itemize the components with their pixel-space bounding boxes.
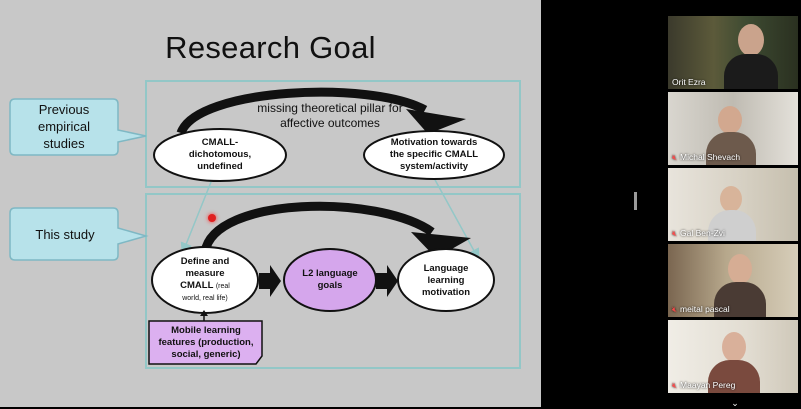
callout-this-study-shape bbox=[9, 207, 149, 261]
participant-video-body bbox=[706, 132, 756, 165]
participant-video-head bbox=[722, 332, 746, 362]
language-motivation-node-shape bbox=[397, 248, 495, 312]
participant-video-body bbox=[708, 210, 756, 241]
muted-mic-icon: 🔇︎ bbox=[672, 229, 678, 238]
bottom-curved-arrow bbox=[200, 201, 435, 254]
participant-name: Orit Ezra bbox=[672, 77, 706, 87]
presentation-slide: Research Goal bbox=[0, 0, 541, 407]
participant-name: 🔇︎Maayan Pereg bbox=[672, 380, 736, 390]
participant-video-head bbox=[738, 24, 764, 56]
diagram-shapes bbox=[9, 87, 505, 365]
top-curved-arrow bbox=[176, 87, 428, 136]
participant-tile[interactable]: 🔇︎meital pascal bbox=[668, 244, 798, 317]
features-box-shape bbox=[148, 320, 263, 365]
connector-left bbox=[180, 171, 216, 255]
participant-tile[interactable]: 🔇︎Michal Shevach bbox=[668, 92, 798, 165]
participant-video-body bbox=[714, 282, 766, 317]
participant-tile[interactable]: 🔇︎Gal Ben-Zvi bbox=[668, 168, 798, 241]
mobile-learning-features-box: Mobile learning features (production, so… bbox=[158, 325, 254, 360]
muted-mic-icon: 🔇︎ bbox=[672, 153, 678, 162]
participant-video-body bbox=[708, 360, 760, 393]
muted-mic-icon: 🔇︎ bbox=[672, 381, 678, 390]
participant-video-body bbox=[724, 54, 778, 89]
previous-studies-panel bbox=[145, 80, 521, 188]
top-arrow-head bbox=[406, 109, 466, 134]
callout-previous-studies: Previous empirical studies bbox=[37, 102, 90, 151]
participant-tile[interactable]: Orit Ezra bbox=[668, 16, 798, 89]
this-study-panel bbox=[145, 193, 521, 369]
callout-previous-shape bbox=[9, 98, 147, 156]
cmall-node: CMALL- dichotomous, undefined bbox=[188, 137, 252, 172]
laser-pointer bbox=[208, 214, 216, 222]
participant-tile[interactable]: 🔇︎Maayan Pereg bbox=[668, 320, 798, 393]
motivation-node-shape bbox=[363, 130, 505, 180]
participant-video-head bbox=[718, 106, 742, 134]
muted-mic-icon: 🔇︎ bbox=[672, 305, 678, 314]
participant-name: 🔇︎Michal Shevach bbox=[672, 152, 741, 162]
participant-name: 🔇︎meital pascal bbox=[672, 304, 730, 314]
participant-name: 🔇︎Gal Ben-Zvi bbox=[672, 228, 725, 238]
resize-handle[interactable] bbox=[634, 192, 637, 210]
motivation-node: Motivation towards the specific CMALL sy… bbox=[389, 137, 479, 172]
callout-this-study: This study bbox=[35, 227, 95, 242]
connector-right bbox=[433, 177, 480, 261]
participant-video-head bbox=[728, 254, 752, 284]
block-arrow-1 bbox=[259, 265, 281, 297]
share-gutter bbox=[541, 0, 667, 407]
l2-language-goals-node: L2 language goals bbox=[302, 268, 358, 291]
cmall-node-shape bbox=[153, 128, 287, 182]
more-options-icon[interactable]: ⌄ bbox=[731, 398, 739, 408]
bottom-arrow-head bbox=[411, 232, 471, 258]
slide-title: Research Goal bbox=[165, 30, 376, 65]
participant-video-head bbox=[720, 186, 742, 212]
arrow-caption: missing theoretical pillar for affective… bbox=[257, 101, 403, 130]
block-arrow-2 bbox=[376, 265, 398, 297]
language-learning-motivation-node: Language learning motivation bbox=[421, 263, 471, 298]
define-node: Define and measure CMALL (real world, re… bbox=[180, 255, 230, 302]
